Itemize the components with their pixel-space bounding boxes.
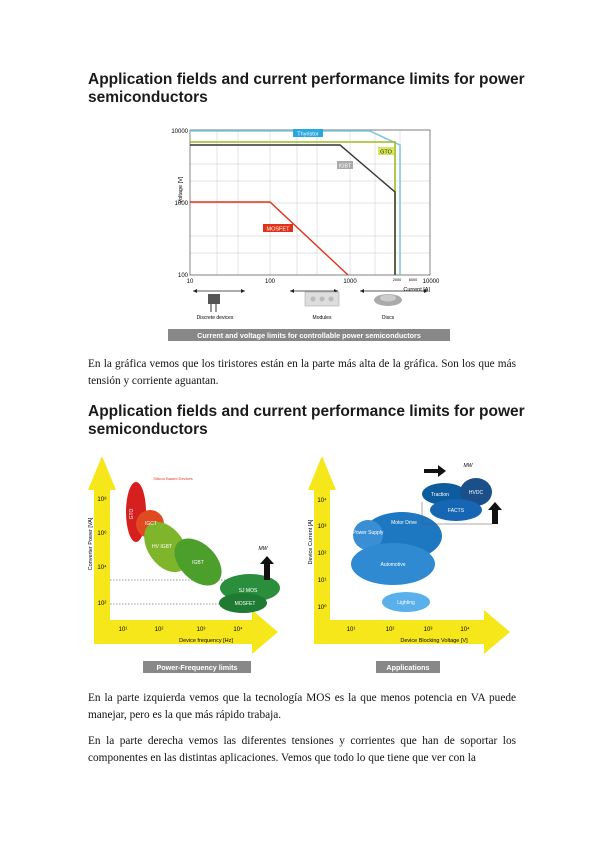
chart2-ytick-3: 10⁴ [97,564,107,571]
blob-hvdc-label: HVDC [469,490,484,496]
chart1-caption: Current and voltage limits for controlla… [197,331,421,340]
disc-image [374,294,402,306]
chart3-mw-label: MW [464,463,474,469]
heading-2: Application fields and current performan… [88,403,525,439]
chart3-right-arrow [424,465,446,477]
heading-2-line2: semiconductors [88,421,208,438]
chart3-xtick-2: 10² [386,627,395,633]
mosfet-label: MOSFET [267,227,291,233]
heading-1: Application fields and current performan… [88,71,525,107]
chart2-ytick-1: 10⁸ [97,496,107,503]
blob-hv-igbt-label: HV IGBT [152,544,172,550]
chart3-up-arrow [488,502,502,524]
lighting-blob [382,592,430,612]
chart1-grid [190,129,430,276]
paragraph-3: En la parte derecha vemos las diferentes… [88,735,516,764]
igbt-limit-line [190,144,396,275]
blob-igbt-label: IGBT [192,560,204,566]
chart2-xtick-3: 10³ [197,627,206,633]
power-supply-blob [353,520,383,550]
chart1-xtick-2000: 2000 [393,278,401,282]
chart1-xtick-1000: 1000 [343,279,357,285]
chart1-xtick-10: 10 [187,279,194,285]
chart3-xtick-1: 10¹ [347,627,356,633]
hvdc-blob [460,478,492,506]
power-frequency-chart: Silicon Based Devices GTO IGCT HV IGBT I… [88,456,280,673]
voltage-current-chart: Thyristor GTO IGBT MOSFET 10000 1000 100… [168,129,450,341]
igbt-label: IGBT [339,164,352,170]
heading-2-line1: Application fields and current performan… [88,403,525,420]
chart3-ytick-5: 10⁰ [317,604,327,611]
chart3-xtick-4: 10⁴ [460,626,470,633]
chart1-ytick-1000: 1000 [175,201,189,207]
chart2-xtick-1: 10¹ [119,627,128,633]
applications-chart: Traction HVDC FACTS Motor Drive Power Su… [308,456,510,673]
blob-motor-drive-label: Motor Drive [391,520,417,526]
chart2-xtick-2: 10² [155,627,164,633]
discrete-device-image [208,294,220,312]
thyristor-limit-line [190,130,401,275]
blob-lighting-label: Lighting [397,600,415,606]
chart1-xlabel: Current [A] [403,287,430,293]
chart1-xtick-6000: 6000 [409,278,417,282]
chart3-ytick-1: 10⁴ [317,497,327,504]
mosfet-limit-line [190,201,349,276]
chart1-xtick-10000: 10000 [423,279,440,285]
chart2-xtick-4: 10⁴ [233,626,243,633]
thyristor-label: Thyristor [297,132,319,138]
chart3-x-arrow [314,610,510,654]
facts-blob [430,499,482,521]
heading-1-line1: Application fields and current performan… [88,71,525,88]
gto-label: GTO [380,150,393,156]
chart3-xlabel: Device Blocking Voltage [V] [400,638,468,644]
chart1-ytick-100: 100 [178,273,189,279]
blob-automotive-label: Automotive [380,562,405,568]
chart1-xtick-100: 100 [265,279,276,285]
chart2-ytick-2: 10⁶ [97,530,107,537]
chart1-ytick-10000: 10000 [171,129,188,135]
heading-1-line2: semiconductors [88,89,208,106]
chart2-ylabel: Converter Power [VA] [88,517,94,570]
discs-label: Discs [382,315,395,321]
chart3-y-arrow [308,456,336,620]
discrete-devices-label: Discrete devices [197,315,234,321]
paragraph-2: En la parte izquierda vemos que la tecno… [88,692,516,721]
paragraph-1: En la gráfica vemos que los tiristores e… [88,358,516,387]
blob-igct-label: IGCT [145,521,157,527]
chart2-caption: Power-Frequency limits [156,663,237,672]
gto-limit-line [190,141,396,275]
blob-sj-mos-label: SJ MOS [239,588,258,594]
chart3-ytick-3: 10² [318,551,327,557]
automotive-blob [351,543,435,585]
chart3-xtick-3: 10³ [424,627,433,633]
blob-gto-label: GTO [129,509,135,520]
silicon-note: Silicon Based Devices [153,476,193,481]
chart3-ylabel: Device Current [A] [308,519,314,564]
blob-mosfet-label: MOSFET [235,601,256,607]
chart3-ytick-2: 10³ [318,524,327,530]
chart2-y-arrow [88,456,116,620]
chart2-xlabel: Device frequency [Hz] [179,638,233,644]
blob-traction-label: Traction [431,492,449,498]
module-image [304,291,340,307]
blob-power-supply-label: Power Supply [353,530,384,536]
chart3-ytick-4: 10¹ [318,578,327,584]
chart2-x-arrow [94,610,278,654]
blob-facts-label: FACTS [448,508,465,514]
chart1-ylabel: Voltage [V] [178,176,184,203]
igbt-blob [174,538,222,586]
chart3-caption: Applications [386,663,429,672]
chart2-up-arrow [260,556,274,580]
modules-label: Modules [313,315,332,321]
mosfet-blob [219,593,267,613]
chart2-mw-label: MW [259,546,269,552]
chart2-ytick-4: 10² [98,601,107,607]
